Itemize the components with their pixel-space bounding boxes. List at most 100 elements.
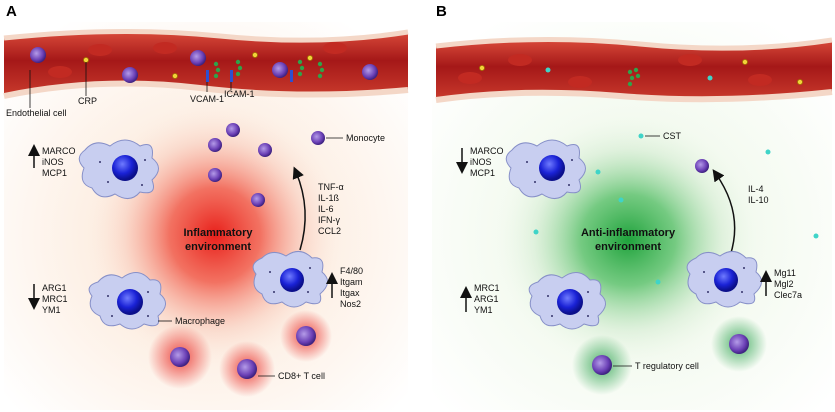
cd8-label: CD8+ T cell [278,371,325,381]
marker-mcp1: MCP1 [42,168,67,178]
cst-particle [618,197,624,203]
macrophage-right [252,251,328,308]
crp-particle [797,79,803,85]
red-blood-cell [748,74,772,86]
marker-clec7a: Clec7a [774,290,802,300]
crp-particle [307,55,313,61]
macrophage-bottom [528,272,606,330]
cst-particle [533,229,539,235]
marker-inos: iNOS [470,157,492,167]
red-blood-cell [48,66,72,78]
cytokine-il6: IL-6 [318,204,334,214]
crp-particle [83,57,89,63]
cytokine-ccl2: CCL2 [318,226,341,236]
crp-particle [172,73,178,79]
icam-label: ICAM-1 [224,89,255,99]
red-blood-cell [323,42,347,54]
monocyte-in-vessel [272,62,288,78]
cst-particle [707,75,713,81]
environment-label-line1: Inflammatory [183,227,253,239]
panel-a: Endothelial cell CRP VCAM-1 ICAM-1 Monoc… [3,3,409,410]
migrating-monocyte [208,138,222,152]
cst-label: CST [663,131,682,141]
red-blood-cell [568,76,592,88]
vessel-wall-bottom [435,89,833,103]
crp-label: CRP [78,96,97,106]
marker-ym1: YM1 [474,305,493,315]
marker-ym1: YM1 [42,305,61,315]
cd8-t-cell [296,326,316,346]
cytokine-arrow [712,169,736,257]
migrating-monocyte [226,123,240,137]
marker-inos: iNOS [42,157,64,167]
marker-mcp1: MCP1 [470,168,495,178]
cytokine-tnf: TNF-α [318,182,344,192]
red-blood-cell [678,54,702,66]
marker-itgam: Itgam [340,277,363,287]
monocyte-in-vessel [30,47,46,63]
monocyte [311,131,325,145]
marker-mgl2: Mgl2 [774,279,794,289]
cytokine-il1b: IL-1ß [318,193,340,203]
macrophage-top [505,139,586,199]
cst-particle [765,149,771,155]
cytokine-arrow [292,166,306,251]
marker-mg11: Mg11 [774,268,796,278]
endothelial-cell-label: Endothelial cell [6,108,67,118]
treg-label: T regulatory cell [635,361,699,371]
crp-particle [479,65,485,71]
panel-b-letter: B [436,3,447,20]
migrating-monocyte [258,143,272,157]
red-blood-cell [153,42,177,54]
marker-marco: MARCO [42,146,76,156]
cst-particle [545,67,551,73]
environment-label-line1: Anti-inflammatory [581,227,676,239]
marker-arg1: ARG1 [474,294,499,304]
macrophage-label: Macrophage [175,316,225,326]
vessel-wall-top [435,36,833,51]
cst-particle [813,233,819,239]
marker-mrc1: MRC1 [42,294,68,304]
migrating-monocyte [208,168,222,182]
t-regulatory-cell [729,334,749,354]
marker-nos2: Nos2 [340,299,361,309]
macrophage-granules [99,159,745,317]
monocyte-in-vessel [122,67,138,83]
marker-f480: F4/80 [340,266,363,276]
monocyte-in-vessel [190,50,206,66]
migrating-monocyte [251,193,265,207]
crp-particle [742,59,748,65]
vessel-wall-top [3,28,409,43]
red-blood-cell [508,54,532,66]
panel-a-letter: A [6,3,17,20]
vessel-wall-bottom [3,80,409,99]
macrophage-right [686,251,762,308]
marker-arg1: ARG1 [42,283,67,293]
panel-b: CST MARCO iNOS MCP1 Anti-inflammatory en… [432,3,833,410]
crp-particle [252,52,258,58]
t-regulatory-cell [592,355,612,375]
environment-label-line2: environment [185,241,251,253]
cytokine-il10: IL-10 [748,195,769,205]
cst-particle [655,279,661,285]
cst-particle [595,169,601,175]
cytokine-il4: IL-4 [748,184,764,194]
macrophage-top [78,139,159,199]
macrophage-bottom [88,272,166,330]
marker-itgax: Itgax [340,288,360,298]
cd8-t-cell [170,347,190,367]
adhesion-molecules [627,67,641,87]
monocyte [695,159,709,173]
red-blood-cell [88,44,112,56]
marker-mrc1: MRC1 [474,283,500,293]
cd8-t-cell [237,359,257,379]
monocyte-in-vessel [362,64,378,80]
cst-particle [638,133,644,139]
vcam-label: VCAM-1 [190,94,224,104]
cytokine-ifng: IFN-γ [318,215,340,225]
monocyte-label: Monocyte [346,133,385,143]
environment-label-line2: environment [595,241,661,253]
marker-marco: MARCO [470,146,504,156]
red-blood-cell [458,72,482,84]
